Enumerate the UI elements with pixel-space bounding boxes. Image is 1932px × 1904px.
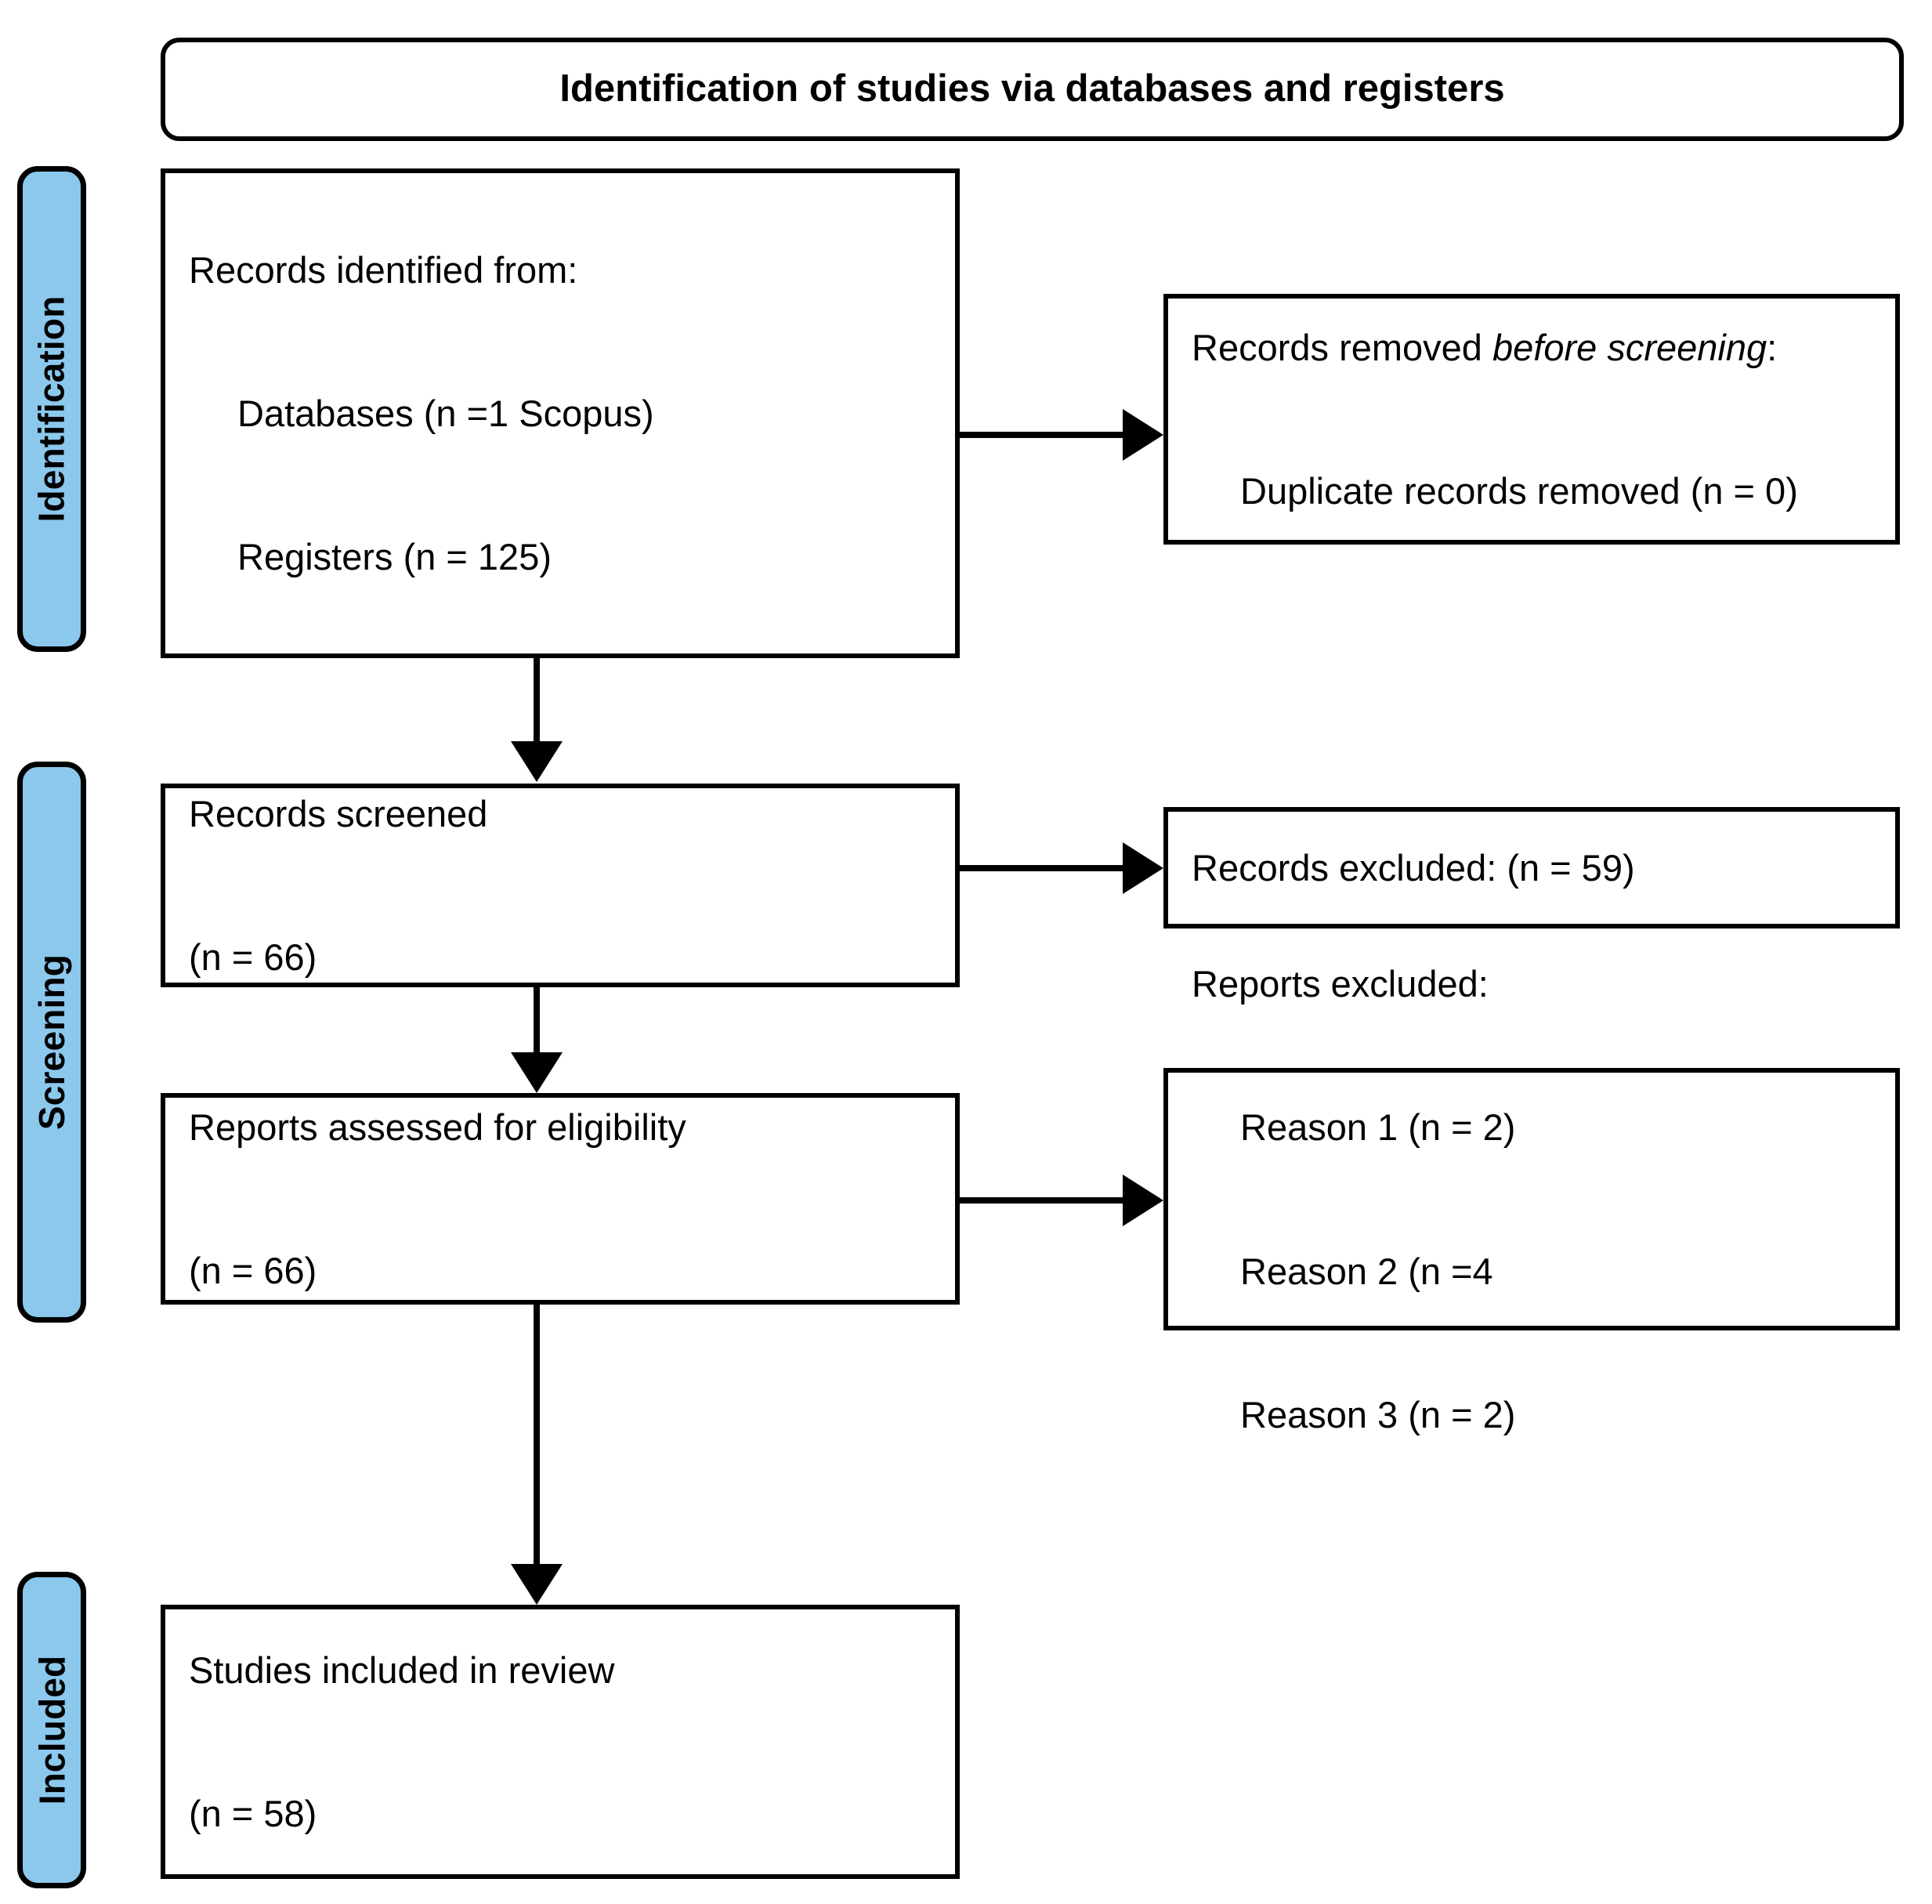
reports-excluded-reason-3: Reason 3 (n = 2) <box>1240 1393 1516 1435</box>
stage-pill-identification: Identification <box>17 166 86 652</box>
reports-excluded-heading: Reports excluded: <box>1192 963 1489 1005</box>
connector-assessed-to-reports-excluded-arrowhead <box>1123 1175 1163 1226</box>
records-identified-databases: Databases (n =1 Scopus) <box>237 392 654 434</box>
studies-included-heading: Studies included in review <box>189 1649 615 1691</box>
box-records-identified: Records identified from: Databases (n =1… <box>161 168 960 658</box>
connector-assessed-to-included-arrowhead <box>511 1564 563 1605</box>
box-records-removed: Records removed before screening: Duplic… <box>1163 294 1900 545</box>
records-removed-heading-prefix: Records removed <box>1192 326 1492 368</box>
connector-identified-to-removed-arrowhead <box>1123 409 1163 461</box>
connector-identified-to-screened-line <box>534 658 540 743</box>
connector-identified-to-removed-line <box>960 432 1126 438</box>
records-removed-heading-suffix: : <box>1767 326 1778 368</box>
records-identified-text: Records identified from: Databases (n =1… <box>165 150 955 676</box>
reports-assessed-count: (n = 66) <box>189 1250 317 1292</box>
records-excluded-heading: Records excluded: (n = 59) <box>1192 846 1635 889</box>
records-removed-heading-italic: before screening <box>1492 326 1767 368</box>
box-records-screened: Records screened (n = 66) <box>161 784 960 987</box>
studies-included-text: Studies included in review (n = 58) <box>165 1551 955 1904</box>
connector-screened-to-assessed-line <box>534 987 540 1054</box>
connector-assessed-to-included-line <box>534 1305 540 1566</box>
stage-label-screening: Screening <box>31 954 72 1131</box>
stage-pill-screening: Screening <box>17 762 86 1323</box>
stage-label-included: Included <box>31 1655 73 1805</box>
stage-pill-included: Included <box>17 1572 86 1888</box>
records-identified-heading: Records identified from: <box>189 248 578 291</box>
page-title: Identification of studies via databases … <box>559 67 1505 110</box>
reports-assessed-heading: Reports assessed for eligibility <box>189 1106 686 1148</box>
records-screened-count: (n = 66) <box>189 936 317 979</box>
box-reports-excluded: Reports excluded: Reason 1 (n = 2) Reaso… <box>1163 963 1900 1435</box>
box-reports-assessed: Reports assessed for eligibility (n = 66… <box>161 1093 960 1305</box>
reports-assessed-text: Reports assessed for eligibility (n = 66… <box>165 1008 955 1391</box>
records-screened-heading: Records screened <box>189 792 488 834</box>
connector-identified-to-screened-arrowhead <box>511 741 563 782</box>
records-excluded-text: Records excluded: (n = 59) <box>1168 748 1895 987</box>
connector-screened-to-assessed-arrowhead <box>511 1052 563 1093</box>
reports-excluded-reason-1: Reason 1 (n = 2) <box>1240 1106 1516 1149</box>
records-removed-text: Records removed before screening: Duplic… <box>1168 228 1895 611</box>
stage-label-identification: Identification <box>31 295 72 523</box>
studies-included-count: (n = 58) <box>189 1793 317 1835</box>
records-removed-heading: Records removed before screening: <box>1192 324 1872 371</box>
records-screened-text: Records screened (n = 66) <box>165 694 955 1077</box>
connector-screened-to-excluded-line <box>960 865 1126 871</box>
reports-excluded-reason-2: Reason 2 (n =4 <box>1240 1250 1493 1292</box>
box-studies-included: Studies included in review (n = 58) <box>161 1605 960 1879</box>
diagram-title-banner: Identification of studies via databases … <box>161 38 1904 141</box>
connector-screened-to-excluded-arrowhead <box>1123 842 1163 894</box>
box-records-excluded: Records excluded: (n = 59) <box>1163 807 1900 928</box>
reports-excluded-text: Reports excluded: Reason 1 (n = 2) Reaso… <box>1168 864 1895 1534</box>
records-identified-registers: Registers (n = 125) <box>237 536 552 578</box>
connector-assessed-to-reports-excluded-line <box>960 1197 1126 1204</box>
records-removed-duplicates: Duplicate records removed (n = 0) <box>1240 470 1798 512</box>
